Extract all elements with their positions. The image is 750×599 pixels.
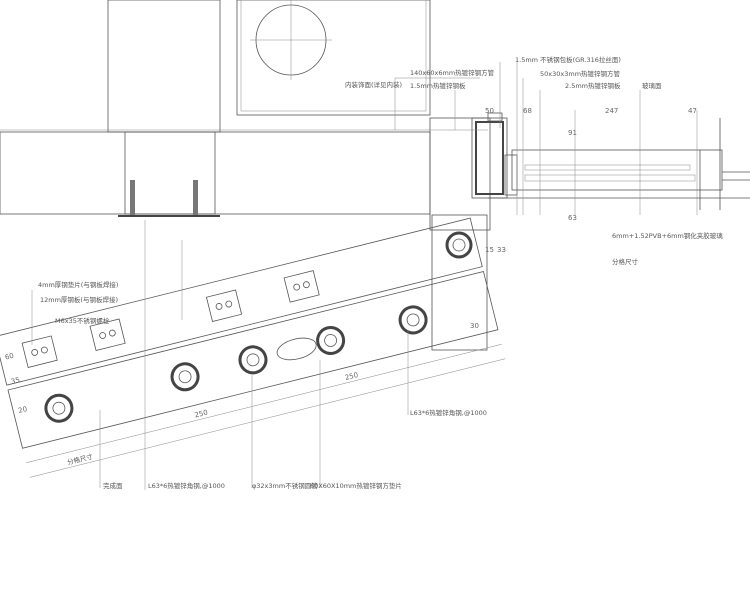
label-grid-right: 分格尺寸 (612, 257, 639, 266)
lower-corner-block (431, 214, 488, 351)
label-angle-left: L63*6热镀锌角钢,@1000 (148, 481, 225, 490)
label-grid-left: 分格尺寸 (66, 452, 94, 467)
label-steel-plate-25: 2.5mm热镀锌钢板 (565, 81, 621, 90)
label-steel-tube-50: 50x30x3mm热镀锌钢方管 (540, 69, 621, 78)
dim-30: 30 (470, 322, 479, 330)
inclined-beam: 250 250 分格尺寸 60 35 20 (0, 217, 506, 478)
label-bolt: M6x35不锈钢螺栓 (55, 316, 110, 325)
label-interior-finish: 内装饰面(详见内装) (345, 80, 402, 89)
dim-20: 20 (17, 405, 28, 415)
dim-68: 68 (523, 107, 532, 115)
bolt-plates (21, 270, 320, 368)
label-square-shim: 60X60X10mm热镀锌钢方垫片 (310, 481, 402, 490)
end-cap (487, 112, 503, 122)
dim-63: 63 (568, 214, 577, 222)
embedded-plate-zone (124, 131, 216, 215)
label-round-tube: φ32x3mm不锈钢圆管 (252, 481, 318, 490)
dim-250a: 250 (194, 408, 209, 419)
label-angle-right: L63*6热镀锌角钢,@1000 (410, 408, 487, 417)
concrete-slab (0, 131, 431, 217)
concrete-column (107, 0, 221, 133)
dim-250b: 250 (344, 371, 359, 382)
label-steel-plate-15: 1.5mm热镀锌钢板 (410, 81, 466, 90)
dim-35: 35 (10, 376, 21, 386)
dim-50: 50 (485, 107, 494, 115)
dim-247: 247 (605, 107, 618, 115)
dim-60: 60 (4, 352, 15, 362)
label-plate-12mm: 12mm厚钢板(与钢板焊接) (40, 295, 118, 304)
dim-47: 47 (688, 107, 697, 115)
leader-lines (0, 62, 698, 490)
anchor-bolt-right (193, 180, 198, 216)
anchor-bolt-left (130, 180, 135, 216)
label-glass-face: 玻璃面 (642, 81, 662, 90)
dim-15: 15 (485, 246, 494, 254)
label-glass-spec: 6mm+1.52PVB+6mm钢化夹胶玻璃 (612, 231, 723, 240)
label-steel-tube-140: 140x60x6mm热镀锌钢方管 (410, 68, 495, 77)
dim-33: 33 (497, 246, 506, 254)
label-shim-4mm: 4mm厚钢垫片(与钢板焊接) (38, 280, 118, 289)
round-tubes (44, 305, 428, 423)
insulation-block (429, 112, 518, 231)
dim-91: 91 (568, 129, 577, 137)
glass-panel (511, 118, 750, 210)
interior-room (236, 0, 431, 116)
label-stainless-cladding: 1.5mm 不锈钢包板(GR.316拉丝面) (515, 55, 621, 64)
label-finish-line: 完成面 (103, 481, 123, 490)
